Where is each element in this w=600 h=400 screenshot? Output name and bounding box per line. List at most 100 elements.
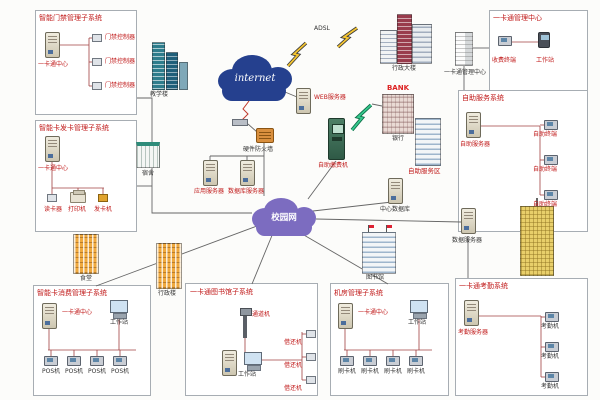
self-service-hall-building <box>415 118 441 166</box>
workstation-icon <box>110 300 128 319</box>
bank-building: BANK <box>382 84 414 134</box>
campus-network-label: 校园网 <box>271 213 297 223</box>
attend-box-title: 一卡通考勤系统 <box>459 282 508 290</box>
firewall-icon <box>256 128 274 143</box>
card-reader-label: 读卡器 <box>44 206 63 213</box>
card-center-tower-label: 一卡通管理中心 <box>444 69 487 76</box>
canteen-building <box>73 234 99 274</box>
bank-label: 银行 <box>392 135 405 142</box>
mgmt-box-title: 一卡通管理中心 <box>493 14 542 22</box>
adsl-link-label: ADSL <box>314 25 330 32</box>
db-server-icon <box>240 160 255 186</box>
attendance-machine-label: 考勤机 <box>541 353 560 360</box>
center-db-server-icon <box>388 178 403 204</box>
access-box-title: 智能门禁管理子系统 <box>39 14 102 22</box>
room-server-label: 一卡通中心 <box>358 309 389 316</box>
issue-server-label: 一卡通中心 <box>38 165 69 172</box>
group-box-card-center <box>489 10 588 102</box>
attendance-server-icon <box>464 300 479 326</box>
attendance-machine-icon <box>545 372 559 382</box>
self-pay-kiosk-icon <box>328 118 345 160</box>
pos-terminal-label: POS机 <box>111 368 130 375</box>
admin-building-label: 行政大楼 <box>392 65 417 72</box>
door-controller-icon <box>92 58 102 66</box>
swipe-terminal-label: 刷卡机 <box>338 368 357 375</box>
teaching-building-b <box>166 52 178 90</box>
book-terminal-label: 借还机 <box>284 339 303 346</box>
group-box-library-system <box>185 283 318 396</box>
door-controller-label: 门禁控制器 <box>105 34 136 41</box>
door-controller-icon <box>92 34 102 42</box>
pos-terminal-label: POS机 <box>65 368 84 375</box>
apartment-building <box>520 206 554 276</box>
card-writer-label: 发卡机 <box>94 206 113 213</box>
canteen-label: 食堂 <box>80 275 93 282</box>
attendance-machine-label: 考勤机 <box>541 323 560 330</box>
workstation-icon <box>410 300 428 319</box>
server-icon <box>222 350 237 376</box>
group-box-access <box>35 10 137 115</box>
book-terminal-icon <box>306 330 316 338</box>
issue-box-title: 智能卡发卡管理子系统 <box>39 124 109 132</box>
card-writer-icon <box>98 194 108 202</box>
db-server-label: 数据库服务器 <box>228 188 265 195</box>
selfsvc-box-title: 自助服务系统 <box>462 94 504 102</box>
workstation-label: 工作站 <box>536 57 555 64</box>
fee-terminal-label: 收费终端 <box>492 57 517 64</box>
gate-reader-icon <box>240 308 252 338</box>
dorm-building <box>136 142 160 168</box>
office-building <box>156 243 182 289</box>
consume-server-label: 一卡通中心 <box>62 309 93 316</box>
door-controller-label: 门禁控制器 <box>105 82 136 89</box>
library-flag-icon <box>386 225 392 232</box>
self-terminal-icon <box>544 190 558 200</box>
center-db-label: 中心数据库 <box>380 206 411 213</box>
data-server-icon <box>461 208 476 234</box>
fee-terminal-icon <box>498 36 512 46</box>
self-service-server-label: 自助服务器 <box>460 141 491 148</box>
door-controller-icon <box>92 82 102 90</box>
printer-label: 打印机 <box>68 206 87 213</box>
library-flag-icon <box>368 225 374 232</box>
attendance-server-label: 考勤服务器 <box>458 329 489 336</box>
office-building-label: 行政楼 <box>158 290 177 297</box>
self-terminal-icon <box>544 155 558 165</box>
server-icon <box>42 303 57 329</box>
pos-terminal-icon <box>90 356 104 366</box>
door-controller-label: 门禁控制器 <box>105 58 136 65</box>
consume-box-title: 智能卡消费管理子系统 <box>37 289 107 297</box>
group-box-machine-room <box>330 283 449 396</box>
workstation-icon <box>244 352 262 371</box>
app-server-icon <box>203 160 218 186</box>
attendance-machine-label: 考勤机 <box>541 383 560 390</box>
bank-sign: BANK <box>386 84 410 92</box>
group-box-consume <box>33 285 151 396</box>
teaching-building-c <box>179 62 188 90</box>
pos-terminal-icon <box>44 356 58 366</box>
dorm-building-label: 宿舍 <box>142 170 155 177</box>
teaching-building-label: 教学楼 <box>150 91 169 98</box>
room-ws-label: 工作站 <box>408 319 427 326</box>
server-icon <box>338 303 353 329</box>
book-terminal-label: 借还机 <box>284 362 303 369</box>
library-ws-label: 工作站 <box>238 371 257 378</box>
app-server-label: 应用服务器 <box>194 188 225 195</box>
consume-ws-label: 工作站 <box>110 319 129 326</box>
attendance-machine-icon <box>545 342 559 352</box>
swipe-terminal-icon <box>363 356 377 366</box>
card-reader-icon <box>47 194 57 202</box>
pos-terminal-icon <box>113 356 127 366</box>
library-label: 图书馆 <box>366 274 385 281</box>
group-box-attendance <box>455 278 588 396</box>
swipe-terminal-label: 刷卡机 <box>407 368 426 375</box>
gate-reader-label: 通道机 <box>252 311 271 318</box>
library-box-title: 一卡通图书馆子系统 <box>190 288 253 296</box>
server-icon <box>45 136 60 162</box>
self-service-area-label: 自助服务区 <box>408 167 441 175</box>
self-terminal-label: 自助终端 <box>533 201 558 208</box>
workstation-device-icon <box>538 32 550 48</box>
printer-icon <box>70 190 86 203</box>
self-service-server-icon <box>466 112 481 138</box>
swipe-terminal-icon <box>409 356 423 366</box>
book-terminal-label: 借还机 <box>284 385 303 392</box>
